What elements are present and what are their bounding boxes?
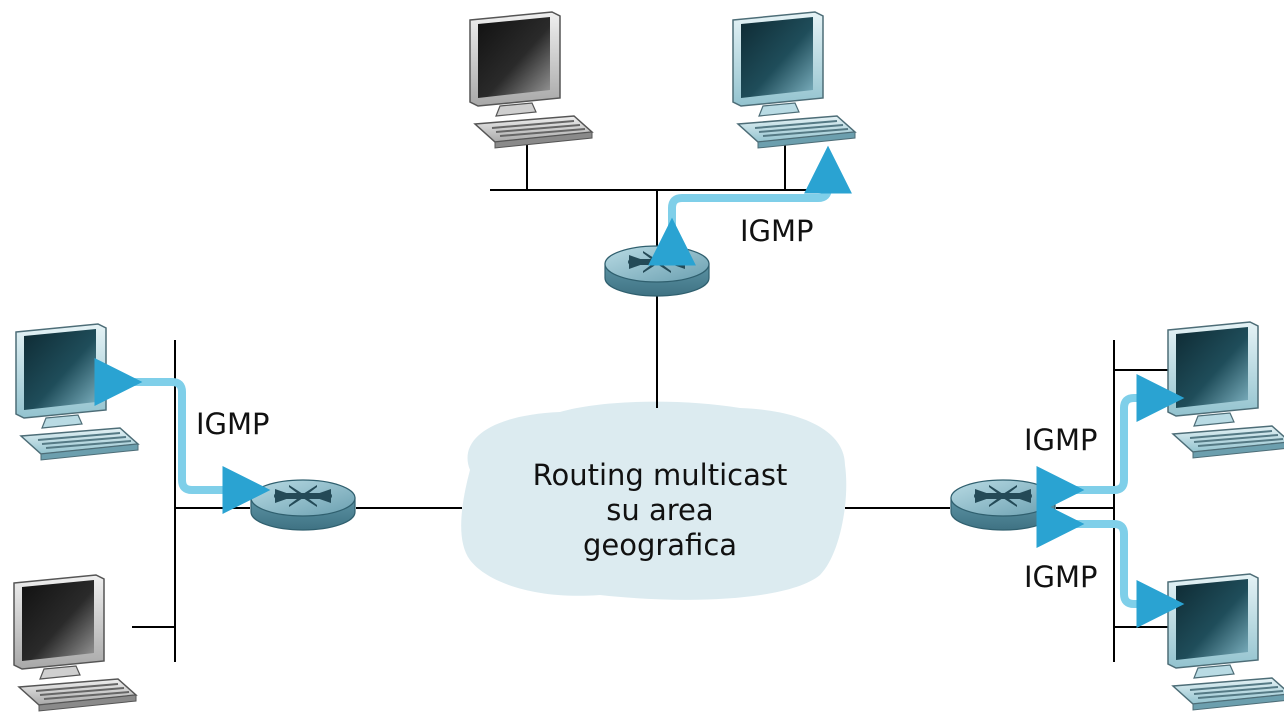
igmp-arrow-top: [648, 145, 852, 266]
host-top-right: [732, 11, 856, 149]
igmp-label-top: IGMP: [740, 214, 814, 248]
host-right-lower: [1167, 573, 1284, 711]
igmp-label-left: IGMP: [196, 407, 270, 441]
router-top: [605, 246, 709, 296]
router-left: [251, 480, 355, 530]
cloud: [461, 401, 847, 600]
igmp-arrow-right-lower: [1036, 500, 1185, 628]
host-left-lower: [13, 574, 137, 712]
router-right: [951, 480, 1055, 530]
host-top-left: [469, 11, 593, 149]
igmp-arrow-right-upper: [1036, 374, 1185, 514]
cloud-label: Routing multicast su area geografica: [500, 458, 820, 563]
cloud-label-line-2: su area: [606, 493, 714, 527]
igmp-label-right-lower: IGMP: [1024, 560, 1098, 594]
igmp-label-right-upper: IGMP: [1024, 423, 1098, 457]
cloud-label-line-3: geografica: [582, 528, 738, 562]
host-right-upper: [1167, 321, 1284, 459]
igmp-arrow-left: [94, 358, 271, 514]
cloud-label-line-1: Routing multicast: [532, 458, 788, 492]
host-left-upper: [15, 323, 139, 461]
